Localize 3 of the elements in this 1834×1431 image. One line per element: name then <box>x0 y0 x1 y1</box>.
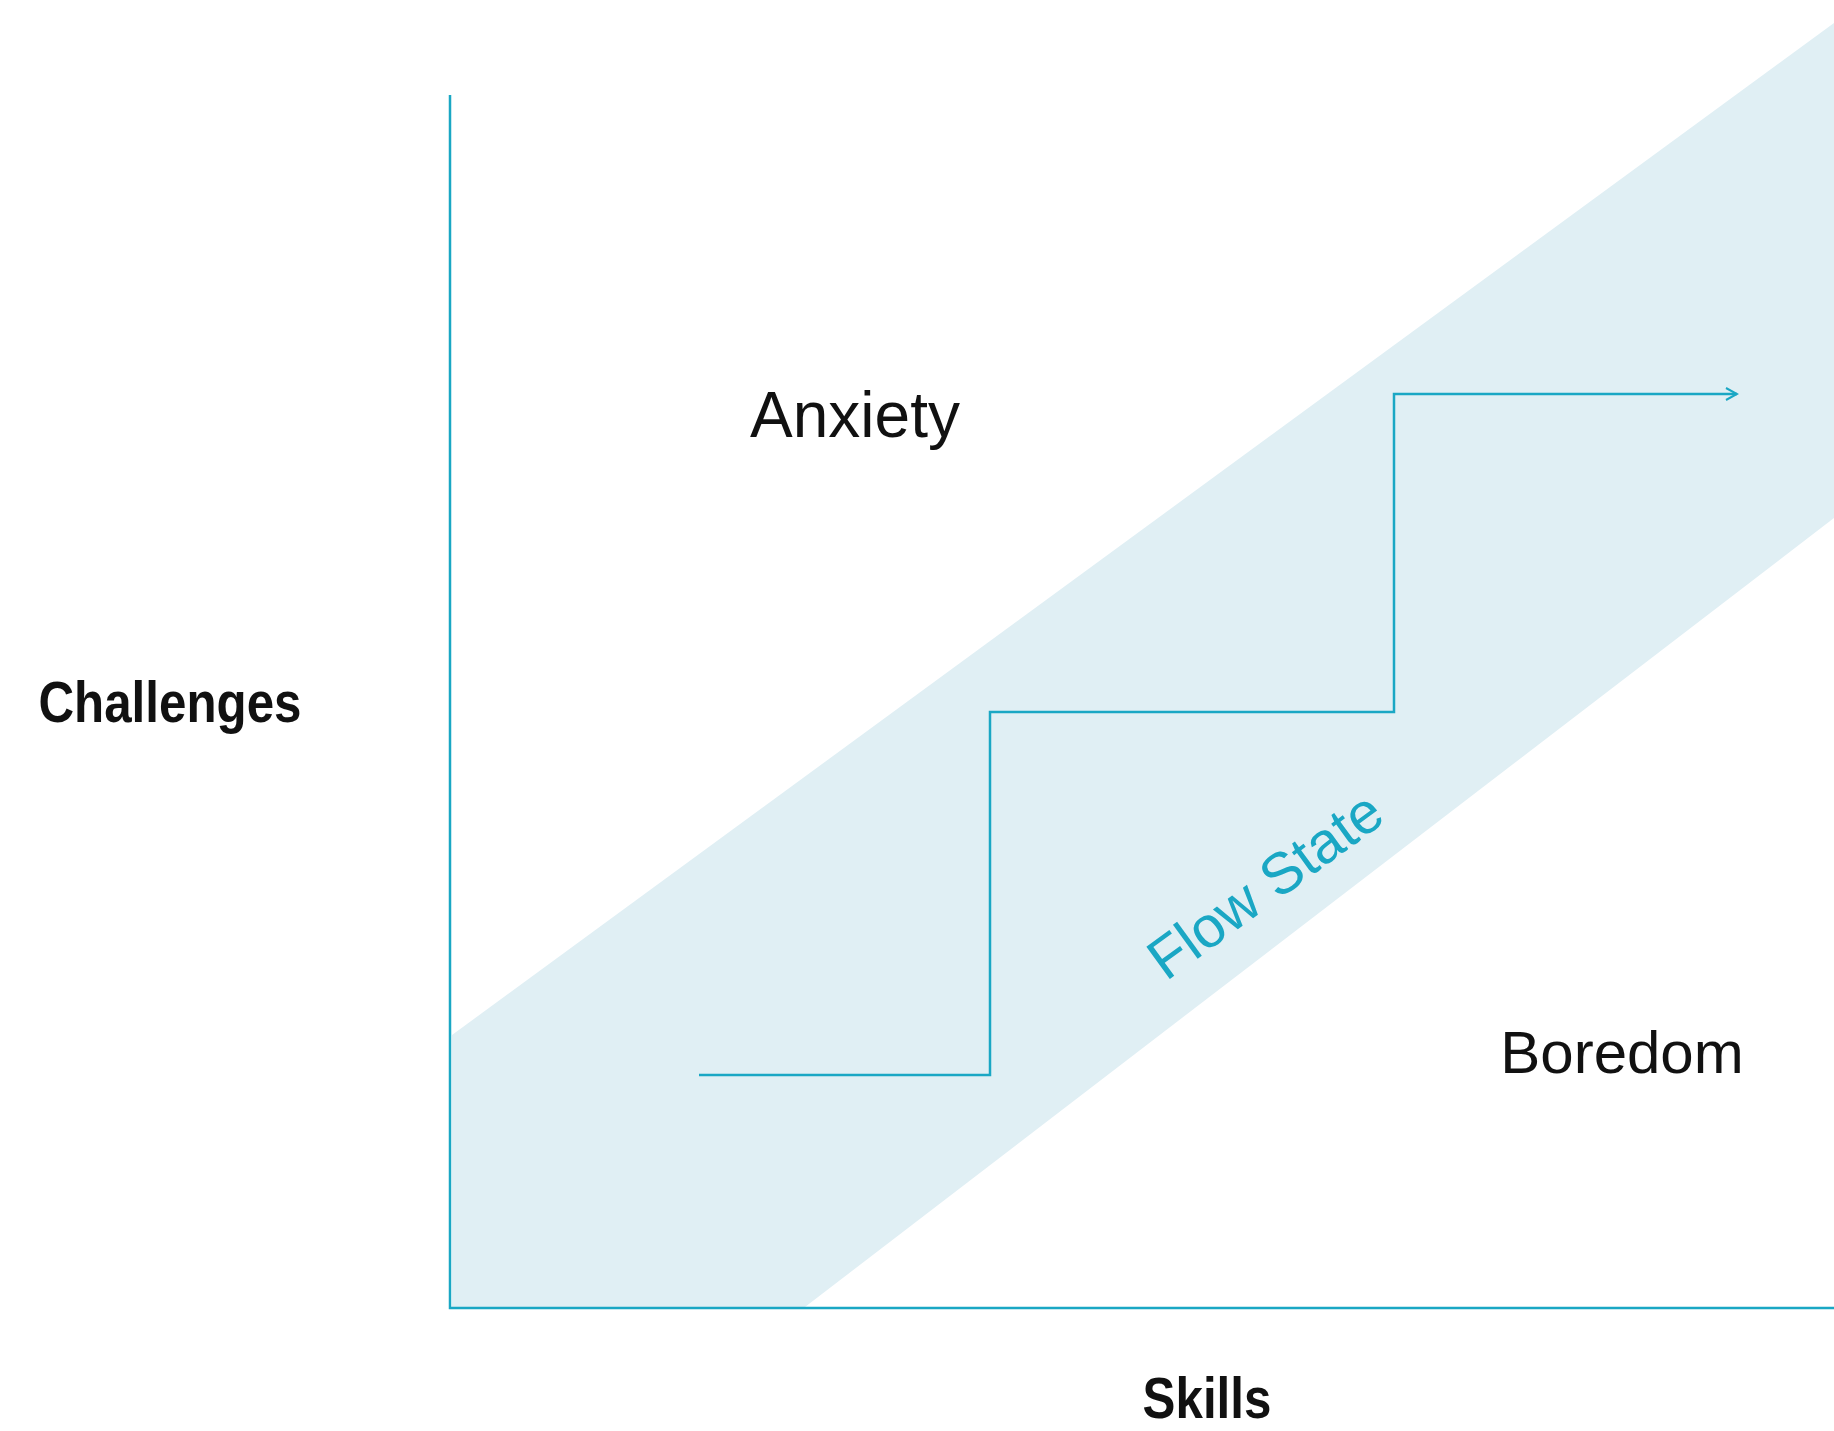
region-label: Flow State <box>1137 781 1393 989</box>
axis-title: Skills <box>1142 1369 1272 1427</box>
region-label: Boredom <box>1500 1023 1744 1083</box>
